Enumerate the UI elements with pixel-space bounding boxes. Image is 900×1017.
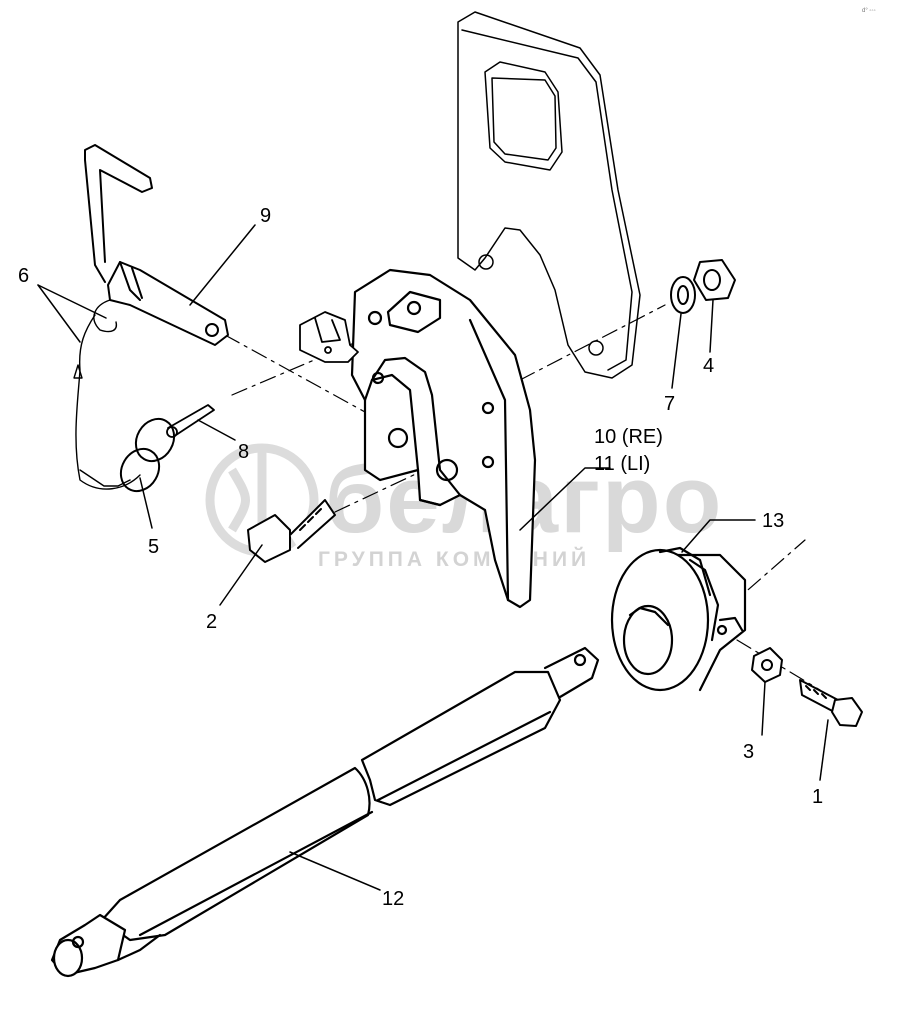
leader-13 [681, 519, 756, 553]
callout-5: 5 [148, 536, 159, 558]
callout-10: 10 (RE) [594, 426, 663, 448]
leader-7 [671, 313, 682, 389]
watermark-tagline: ГРУППА КОМПАНИЙ [318, 547, 590, 571]
small-clip [299, 311, 359, 363]
hub-part-13 [610, 546, 747, 692]
callout-4: 4 [703, 355, 714, 377]
leader-5 [139, 477, 153, 529]
leader-6b [37, 284, 107, 319]
callout-8: 8 [238, 441, 249, 463]
leader-3 [761, 681, 766, 736]
leader-6a [37, 284, 81, 343]
leader-10-11 [519, 467, 611, 531]
leader-12 [289, 851, 381, 891]
leader-2 [219, 544, 263, 606]
leader-8 [197, 419, 236, 441]
callout-labels: 9 6 8 5 2 7 4 10 (RE) 11 (LI) 13 3 1 12 [18, 205, 823, 910]
frame-plate [457, 11, 641, 379]
washer-part-7 [670, 276, 696, 314]
pin-part-9 [84, 144, 229, 346]
leader-lines [37, 224, 829, 891]
callout-9: 9 [260, 205, 271, 227]
leader-9 [189, 224, 256, 306]
nut-part-3 [751, 647, 783, 683]
leader-1 [819, 719, 829, 781]
split-pin-part-8 [166, 404, 215, 438]
callout-2: 2 [206, 611, 217, 633]
callout-7: 7 [664, 393, 675, 415]
bolt-part-1 [799, 679, 863, 727]
callout-1: 1 [812, 786, 823, 808]
callout-12: 12 [382, 888, 404, 910]
corner-mark: d° ◦◦◦ [862, 8, 876, 14]
nut-part-4 [693, 259, 736, 301]
bracket-part-10-11 [350, 268, 537, 609]
callout-13: 13 [762, 510, 784, 532]
callout-3: 3 [743, 741, 754, 763]
shaft-part-12 [50, 646, 600, 978]
callout-6: 6 [18, 265, 29, 287]
leader-4 [709, 299, 714, 353]
chain-part-6 [73, 299, 141, 490]
callout-11: 11 (LI) [594, 453, 650, 475]
rings-part-5 [119, 417, 176, 493]
